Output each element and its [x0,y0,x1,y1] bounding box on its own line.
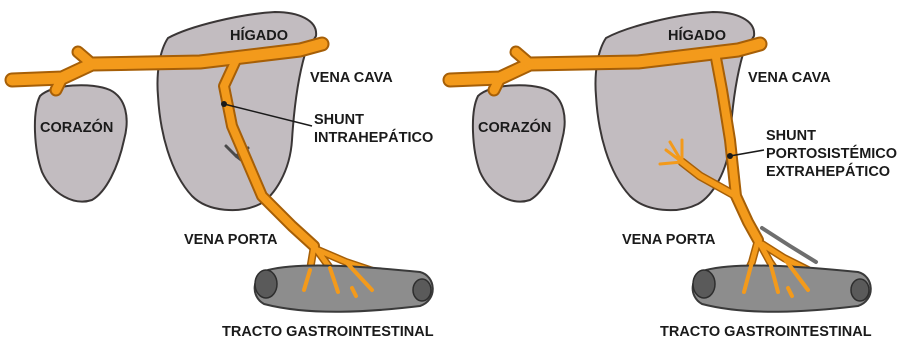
gi-tract-label: TRACTO GASTROINTESTINAL [660,324,872,340]
intestine-opening [255,270,277,298]
panel-intrahepatic: HÍGADO VENA CAVA CORAZÓN SHUNT INTRAHEPÁ… [12,12,434,340]
portal-vein-label: VENA PORTA [184,232,278,248]
intestine-opening [413,279,431,301]
intestine-opening [693,270,715,298]
liver-label: HÍGADO [230,27,288,44]
shunt-label-line-3: EXTRAHEPÁTICO [766,163,890,180]
heart-label: CORAZÓN [40,118,113,136]
heart-shape [35,85,127,201]
heart-shape [473,85,565,201]
liver-label: HÍGADO [668,27,726,44]
portal-vein-label: VENA PORTA [622,232,716,248]
shunt-label-line-2: PORTOSISTÉMICO [766,145,897,162]
shunt-label-line-1: SHUNT [766,128,816,144]
intestine-opening [851,279,869,301]
heart-label: CORAZÓN [478,118,551,136]
shunt-label-line-2: INTRAHEPÁTICO [314,129,433,146]
vena-cava-label: VENA CAVA [748,70,831,86]
vena-cava-label: VENA CAVA [310,70,393,86]
shunt-label-line-1: SHUNT [314,112,364,128]
panel-extrahepatic: HÍGADO VENA CAVA CORAZÓN SHUNT PORTOSIST… [450,12,897,340]
intestine-tube [693,266,871,312]
gi-tract-label: TRACTO GASTROINTESTINAL [222,324,434,340]
intestine-tube [255,266,433,312]
